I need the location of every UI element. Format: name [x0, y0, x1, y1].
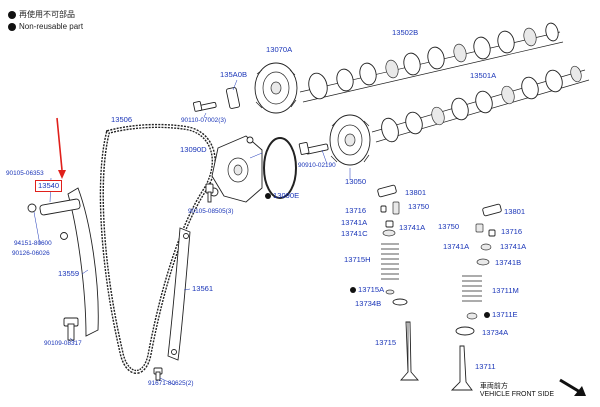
non-reusable-dot-icon [265, 192, 271, 199]
label-91671-80625[interactable]: 91671-80625(2) [148, 380, 194, 387]
label-13750-right[interactable]: 13750 [438, 222, 460, 231]
bolt-94151-80600-drawing[interactable] [60, 232, 68, 240]
label-13734a[interactable]: 13734A [482, 328, 509, 337]
camshaft-13501a-drawing[interactable] [371, 65, 590, 144]
slipper-guide-13559-drawing[interactable] [67, 187, 99, 337]
valve-train-right-drawing[interactable] [450, 203, 502, 391]
label-13741a-left-2[interactable]: 13741A [399, 223, 426, 232]
label-13050[interactable]: 13050 [345, 177, 367, 186]
label-13559[interactable]: 13559 [58, 269, 80, 278]
label-13090d[interactable]: 13090D [180, 145, 207, 154]
bracket-13540-drawing[interactable] [39, 198, 81, 216]
label-13070a[interactable]: 13070A [266, 45, 293, 54]
vvt-gear-13070a-drawing[interactable] [254, 62, 298, 114]
label-13716-right[interactable]: 13716 [501, 227, 523, 236]
bolt-90910-02190-drawing[interactable] [298, 142, 329, 155]
label-90910-02190[interactable]: 90910-02190 [298, 162, 336, 169]
label-13561[interactable]: 13561 [192, 284, 214, 293]
legend-non-reusable-en: Non-reusable part [8, 22, 83, 31]
label-90105-08505[interactable]: 90105-08505(3) [188, 208, 234, 215]
highlight-arrow [56, 117, 66, 179]
label-13801-left[interactable]: 13801 [405, 188, 427, 197]
label-13711m[interactable]: 13711M [492, 286, 519, 295]
label-13741a-left-1[interactable]: 13741A [341, 218, 368, 227]
label-13741b[interactable]: 13741B [495, 258, 522, 267]
valve-train-left-drawing[interactable] [377, 184, 419, 381]
timing-chain-13506-drawing[interactable] [99, 123, 216, 374]
non-reusable-dot-icon [350, 286, 356, 293]
label-13502b[interactable]: 13502B [392, 28, 419, 37]
bolt-90110-07002-drawing[interactable] [192, 100, 217, 112]
label-94151-80600[interactable]: 94151-80600 [14, 240, 52, 247]
label-90110-07002[interactable]: 90110-07002(3) [181, 117, 227, 124]
chain-tensioner-13090d-drawing[interactable] [209, 135, 263, 203]
label-13090e[interactable]: 13090E [265, 192, 299, 200]
label-13741a-right-1[interactable]: 13741A [443, 242, 470, 251]
label-135a0b[interactable]: 135A0B [220, 70, 248, 79]
sensor-135a0b-drawing[interactable] [225, 87, 241, 109]
bolts-90105-08505-drawing[interactable] [205, 183, 214, 203]
label-90109-08317[interactable]: 90109-08317 [44, 340, 82, 347]
legend-non-reusable-zh: 再使用不可部品 [8, 9, 75, 20]
non-reusable-dot-icon [484, 311, 490, 318]
bolt-91671-80625-drawing[interactable] [153, 367, 163, 381]
label-13711e[interactable]: 13711E [484, 311, 518, 319]
label-13715[interactable]: 13715 [375, 338, 397, 347]
camshaft-13502b-drawing[interactable] [299, 22, 564, 103]
label-13711[interactable]: 13711 [475, 362, 496, 371]
chain-inner-line [101, 125, 215, 373]
vvt-gear-13050-drawing[interactable] [329, 114, 371, 166]
label-90105-06353[interactable]: 90105-06353 [6, 170, 44, 177]
label-13734b[interactable]: 13734B [355, 299, 382, 308]
vehicle-front-label: 車両前方 VEHICLE FRONT SIDE [479, 382, 554, 399]
label-13501a[interactable]: 13501A [470, 71, 497, 80]
vehicle-front-arrow [559, 378, 586, 396]
guide-bolt-bottom-drawing [171, 349, 177, 355]
label-13540[interactable]: 13540 [35, 180, 63, 192]
label-13716-left[interactable]: 13716 [345, 206, 367, 215]
o-ring-13090e-drawing[interactable] [263, 137, 297, 199]
bolt-90105-06353-drawing[interactable] [27, 203, 37, 213]
chain-guide-13561-drawing[interactable] [167, 227, 191, 361]
label-13715h[interactable]: 13715H [344, 255, 371, 264]
guide-bolt-top-drawing [183, 233, 189, 239]
label-13741a-right-2[interactable]: 13741A [500, 242, 527, 251]
solid-circle-icon [8, 22, 16, 31]
label-13801-right[interactable]: 13801 [504, 207, 526, 216]
label-13741c[interactable]: 13741C [341, 229, 368, 238]
bolt-90109-08317-drawing[interactable] [63, 317, 79, 341]
label-90126-06026[interactable]: 90126-06026 [12, 250, 50, 257]
label-13506[interactable]: 13506 [111, 115, 133, 124]
label-13750-left[interactable]: 13750 [408, 202, 430, 211]
solid-circle-icon [8, 10, 16, 19]
label-13715a[interactable]: 13715A [350, 286, 384, 294]
